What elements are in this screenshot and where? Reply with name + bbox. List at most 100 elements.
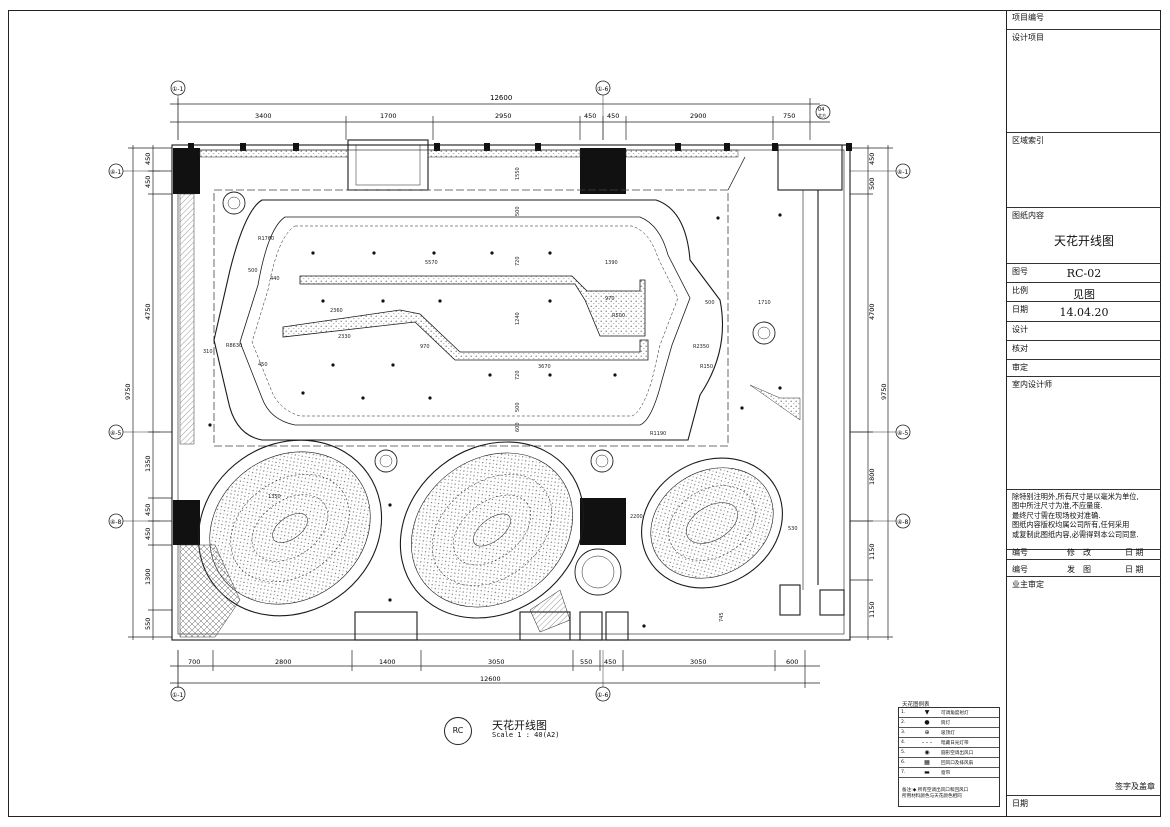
downlights xyxy=(208,213,782,628)
svg-text:2330: 2330 xyxy=(338,334,351,340)
curtain-icon: ▬ xyxy=(924,769,930,776)
inner-dimension-labels: 5570 1390 2360 2330 3670 970 970 500 171… xyxy=(203,167,798,622)
scale-row: 比例 见图 xyxy=(1007,283,1161,302)
top-dim-2: 1700 xyxy=(380,112,397,120)
svg-text:600: 600 xyxy=(786,658,798,666)
svg-text:9750: 9750 xyxy=(880,383,888,400)
top-dim-7: 750 xyxy=(783,112,795,120)
svg-text:450: 450 xyxy=(144,176,152,188)
elliptical-trays xyxy=(197,439,783,619)
diagonal-wall xyxy=(727,156,746,191)
axis-label-right-a1: ④-1 xyxy=(897,169,909,176)
svg-text:R500: R500 xyxy=(612,313,625,319)
svg-text:4750: 4750 xyxy=(144,303,152,320)
right-dimension-chain xyxy=(850,145,893,640)
legend-note: 备注:◆ 所有空调出风口和回风口 所用材料颜色与天花颜色相同 xyxy=(902,788,969,799)
curtain-rails xyxy=(179,149,739,445)
ceiling-lamp-icon: ⊕ xyxy=(924,729,930,736)
svg-text:500: 500 xyxy=(515,206,521,216)
axis-label-top-1: ①-1 xyxy=(172,86,184,93)
legend-row: 4. - - - 暗藏日光灯带 xyxy=(899,738,999,748)
svg-text:1150: 1150 xyxy=(868,601,876,618)
ceiling-plan-drawing: 12600 3400 1700 2950 450 450 2900 750 04… xyxy=(108,80,911,702)
svg-text:1240: 1240 xyxy=(515,312,521,325)
top-total-dim: 12600 xyxy=(490,94,512,102)
return-vent-icon: ▦ xyxy=(924,759,930,766)
top-dim-3: 2950 xyxy=(495,112,512,120)
main-ceiling-tray xyxy=(213,199,724,441)
downlight-icon: ● xyxy=(924,719,930,726)
svg-text:600: 600 xyxy=(515,422,521,432)
sign-label: 签字及盖章 xyxy=(1115,782,1155,791)
axis-label-right-a8: ④-8 xyxy=(897,519,909,526)
interior-designer-row: 室内设计师 xyxy=(1007,377,1161,490)
axis-label-right-a5: ④-5 xyxy=(897,430,909,437)
date-row: 日期 14.04.20 xyxy=(1007,302,1161,322)
axis-label-top-6: ①-6 xyxy=(597,86,609,93)
svg-text:R1190: R1190 xyxy=(650,431,666,437)
bottom-dimension-chain xyxy=(170,650,820,688)
legend-row: 6. ▦ 回风口及排风扇 xyxy=(899,758,999,768)
title-block: 项目编号 设计项目 区域索引 图纸内容 天花开线图 图号 RC-02 比例 见图… xyxy=(1006,10,1161,817)
ceiling-legend-table: 天花图例表 1. ▼ 可调角度射灯 2. ● 筒灯 3. ⊕ 吸顶灯 4. - … xyxy=(898,702,1000,807)
check-row: 核对 xyxy=(1007,341,1161,360)
small-round-tray xyxy=(529,548,622,633)
svg-text:9750: 9750 xyxy=(124,383,132,400)
light-strip-icon: - - - xyxy=(921,739,933,746)
svg-text:12600: 12600 xyxy=(480,675,501,683)
drawing-number-row: 图号 RC-02 xyxy=(1007,264,1161,283)
axis-label-left-a1: ④-1 xyxy=(110,169,122,176)
revision-row-issue: 编号 发 图 日 期 xyxy=(1007,560,1161,577)
svg-text:550: 550 xyxy=(144,618,152,630)
svg-text:450: 450 xyxy=(144,528,152,540)
svg-text:1550: 1550 xyxy=(515,167,521,180)
svg-text:500: 500 xyxy=(248,268,258,274)
round-air-vents xyxy=(222,191,776,473)
svg-text:R8630: R8630 xyxy=(226,343,242,349)
approve-row: 审定 xyxy=(1007,360,1161,377)
svg-text:500: 500 xyxy=(868,178,876,190)
design-project-row: 设计项目 xyxy=(1007,30,1161,133)
svg-text:970: 970 xyxy=(420,344,430,350)
date-value: 14.04.20 xyxy=(1059,306,1109,319)
svg-text:720: 720 xyxy=(515,256,521,266)
svg-text:2360: 2360 xyxy=(330,308,343,314)
drawing-content-row: 图纸内容 天花开线图 xyxy=(1007,208,1161,264)
svg-text:R1760: R1760 xyxy=(258,236,274,242)
svg-text:1350: 1350 xyxy=(268,494,281,500)
svg-text:720: 720 xyxy=(515,370,521,380)
revision-row-modify: 编号 修 改 日 期 xyxy=(1007,543,1161,560)
left-dimension-chain xyxy=(128,145,172,640)
light-troughs xyxy=(282,275,649,361)
svg-text:1300: 1300 xyxy=(144,568,152,585)
legend-row: 5. ◉ 圆形空调出风口 xyxy=(899,748,999,758)
caption-title: 天花开线图 xyxy=(492,719,547,732)
svg-text:3050: 3050 xyxy=(690,658,707,666)
drawing-frame xyxy=(8,10,1161,817)
svg-text:450: 450 xyxy=(868,153,876,165)
svg-text:550: 550 xyxy=(580,658,592,666)
axis-label-left-a8: ④-8 xyxy=(110,519,122,526)
legend-row: 3. ⊕ 吸顶灯 xyxy=(899,728,999,738)
svg-text:700: 700 xyxy=(188,658,200,666)
general-notes: 除特别注明外,所有尺寸是以毫米为单位, 图中所注尺寸为准,不应量度. 最终尺寸需… xyxy=(1012,492,1139,539)
axis-label-bottom-1: ①-1 xyxy=(172,692,184,699)
svg-text:3050: 3050 xyxy=(488,658,505,666)
svg-text:1390: 1390 xyxy=(605,260,618,266)
svg-text:500: 500 xyxy=(705,300,715,306)
scale-value: 见图 xyxy=(1073,288,1095,301)
design-row: 设计 xyxy=(1007,322,1161,341)
legend-title: 天花图例表 xyxy=(902,702,930,708)
top-dimension-chain xyxy=(170,98,830,140)
axis-label-bottom-6: ①-6 xyxy=(597,692,609,699)
svg-text:R150: R150 xyxy=(700,364,713,370)
legend-row: 7. ▬ 窗帘 xyxy=(899,768,999,778)
bottom-dim-texts: 700 2800 1400 3050 550 450 3050 600 1260… xyxy=(188,658,798,683)
svg-text:450: 450 xyxy=(144,153,152,165)
svg-text:530: 530 xyxy=(788,526,798,532)
drawing-title: 天花开线图 xyxy=(1053,234,1114,248)
svg-text:450: 450 xyxy=(604,658,616,666)
top-wall-ticks xyxy=(188,143,852,151)
svg-text:2200: 2200 xyxy=(630,514,643,520)
svg-text:2800: 2800 xyxy=(275,658,292,666)
